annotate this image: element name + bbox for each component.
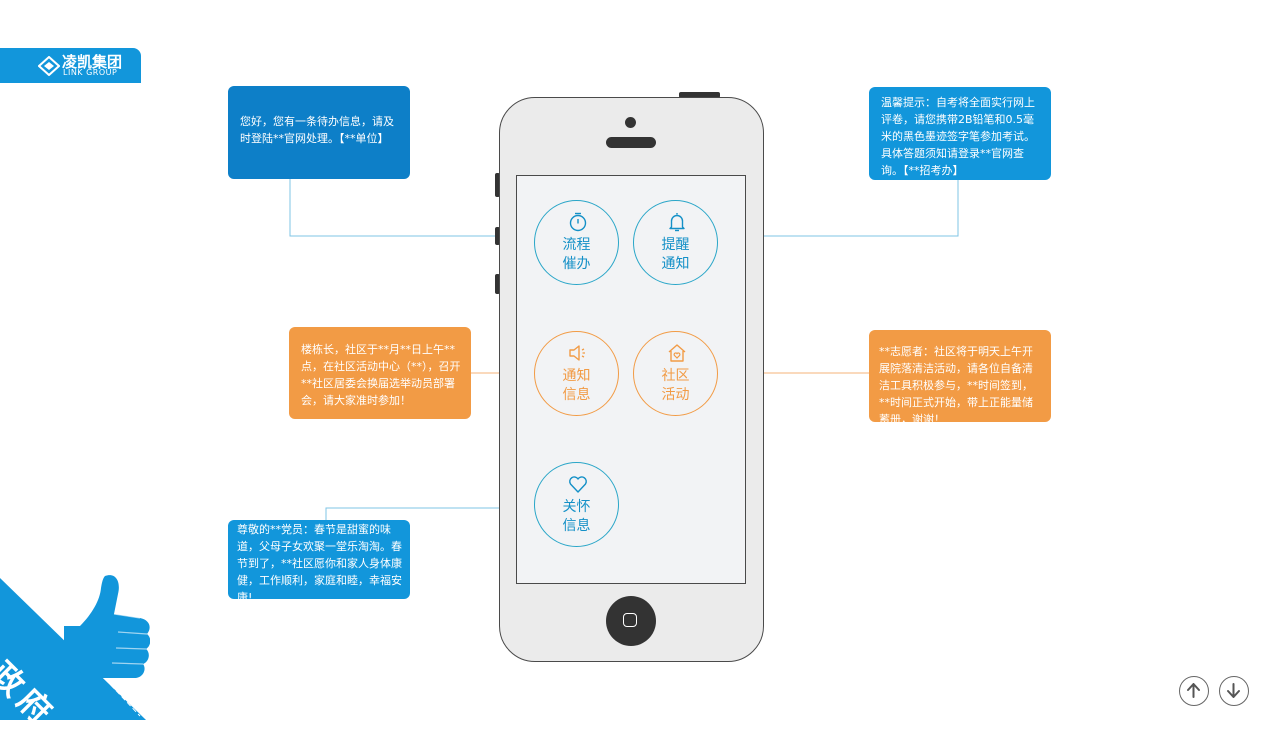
feature-community-activity[interactable]: 社区 活动 — [633, 331, 718, 416]
feature-label: 信息 — [562, 387, 591, 403]
logo-name-cn: 凌凯集团 — [62, 53, 123, 71]
callout-exam-reminder: 温馨提示：自考将全面实行网上评卷，请您携带2B铅笔和0.5毫米的黑色墨迹签字笔参… — [869, 87, 1051, 180]
feature-label: 催办 — [562, 256, 591, 272]
feature-label: 流程 — [562, 237, 591, 253]
feature-label: 关怀 — [562, 499, 591, 515]
logo-diamond-icon — [38, 56, 60, 76]
heart-icon — [569, 476, 587, 493]
feature-process-urging[interactable]: 流程 催办 — [534, 200, 619, 285]
callout-festival-greeting: 尊敬的**党员：春节是甜蜜的味道，父母子女欢聚一堂乐淘淘。春节到了，**社区愿你… — [228, 520, 410, 604]
callout-pending-task-text: 您好，您有一条待办信息，请及时登陆**官网处理。【**单位】 — [240, 115, 394, 145]
thumbs-up-icon — [64, 575, 150, 678]
feature-label: 社区 — [661, 368, 690, 384]
phone-volume-up — [495, 227, 500, 245]
feature-label: 通知 — [661, 256, 690, 272]
callout-pending-task: 您好，您有一条待办信息，请及时登陆**官网处理。【**单位】 — [228, 86, 410, 179]
phone-speaker — [606, 137, 656, 148]
phone-volume-down — [495, 274, 500, 294]
phone-top-button — [679, 92, 720, 98]
callout-volunteer-activity: **志愿者：社区将于明天上午开展院落清洁活动，请各位自备清洁工具积极参与，**时… — [869, 330, 1051, 426]
feature-label: 通知 — [562, 368, 591, 384]
feature-label: 提醒 — [661, 237, 690, 253]
feature-reminder-notice[interactable]: 提醒 通知 — [633, 200, 718, 285]
feature-notification-info[interactable]: 通知 信息 — [534, 331, 619, 416]
logo-name-en: LINK GROUP — [63, 68, 118, 77]
callout-exam-reminder-text: 温馨提示：自考将全面实行网上评卷，请您携带2B铅笔和0.5毫米的黑色墨迹签字笔参… — [881, 96, 1035, 177]
speaker-icon — [569, 345, 585, 361]
phone-mute-switch — [495, 173, 500, 197]
arrow-down-icon — [1227, 683, 1240, 698]
callout-meeting-notice-text: 楼栋长，社区于**月**日上午**点，在社区活动中心（**），召开**社区居委会… — [301, 343, 461, 407]
callout-meeting-notice: 楼栋长，社区于**月**日上午**点，在社区活动中心（**），召开**社区居委会… — [289, 327, 471, 419]
phone-camera — [625, 117, 636, 128]
feature-care-info[interactable]: 关怀 信息 — [534, 462, 619, 547]
scroll-down-button[interactable] — [1219, 676, 1249, 706]
arrow-up-icon — [1187, 683, 1200, 698]
corner-banner — [0, 575, 150, 720]
scroll-up-button[interactable] — [1179, 676, 1209, 706]
callout-volunteer-activity-text: **志愿者：社区将于明天上午开展院落清洁活动，请各位自备清洁工具积极参与，**时… — [879, 345, 1033, 426]
bell-icon — [669, 213, 685, 232]
callout-festival-greeting-text: 尊敬的**党员：春节是甜蜜的味道，父母子女欢聚一堂乐淘淘。春节到了，**社区愿你… — [237, 523, 402, 604]
phone-home-button[interactable] — [606, 596, 656, 646]
feature-label: 信息 — [562, 518, 591, 534]
home-square-icon — [623, 613, 637, 627]
company-logo: 凌凯集团 LINK GROUP — [0, 48, 141, 83]
stopwatch-icon — [569, 212, 587, 232]
feature-label: 活动 — [661, 387, 690, 403]
home-heart-icon — [668, 344, 686, 362]
